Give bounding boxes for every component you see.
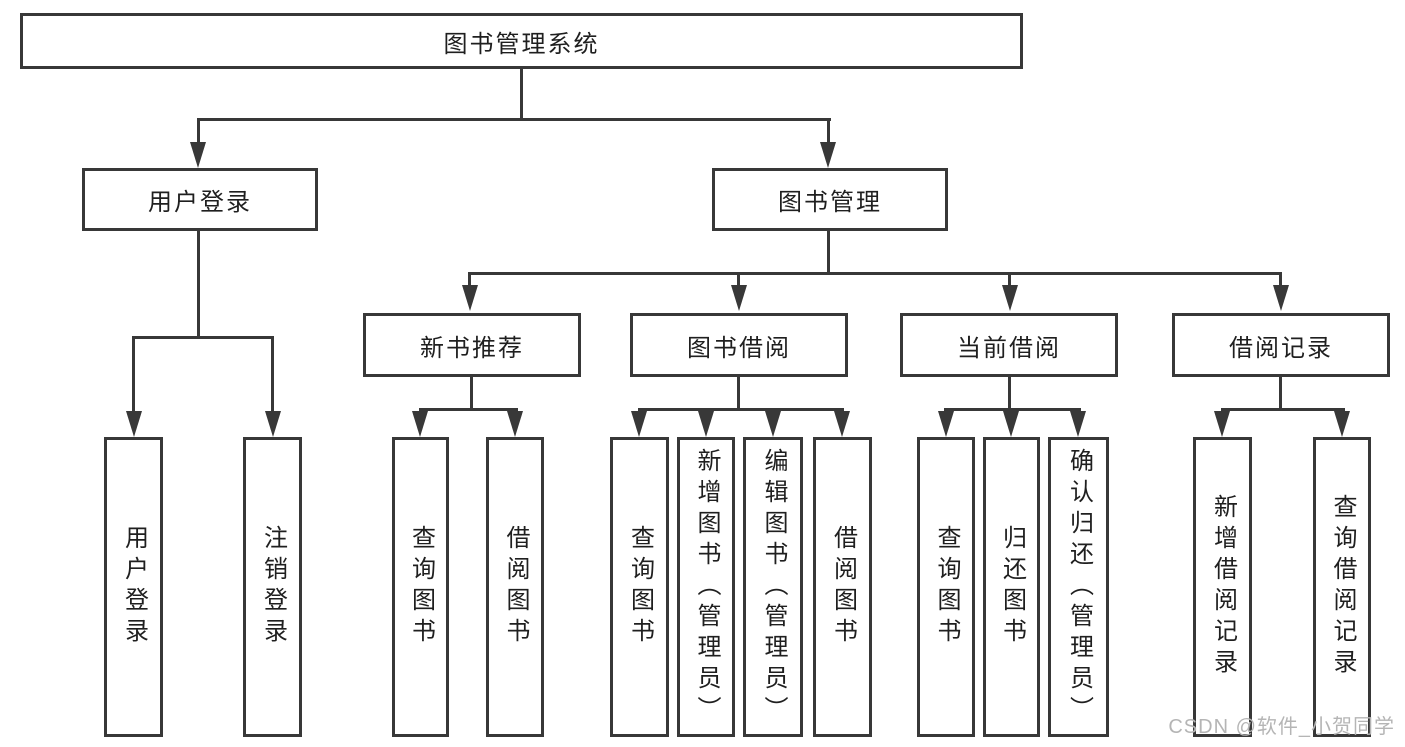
leaf-confirm-return-admin: 确认归还（管理员） <box>1048 437 1109 737</box>
csdn-watermark: CSDN @软件_小贺同学 <box>1168 716 1395 738</box>
node-borrowing-records-label: 借阅记录 <box>1229 334 1333 362</box>
node-user-login-label: 用户登录 <box>148 189 252 216</box>
node-new-book-recommendation-label: 新书推荐 <box>420 334 524 362</box>
arrowhead-down-icon <box>765 411 781 437</box>
leaf-edit-books-admin: 编辑图书（管理员） <box>743 437 803 737</box>
node-book-management-label: 图书管理 <box>778 189 882 216</box>
connector-vline <box>1279 377 1282 411</box>
leaf-query-books-current: 查询图书 <box>917 437 975 737</box>
arrowhead-down-icon <box>834 411 850 437</box>
connector-vline <box>470 377 473 411</box>
connector-vline <box>737 377 740 411</box>
leaf-query-books-borrowing-label: 查询图书 <box>626 525 654 649</box>
leaf-query-books-recommend: 查询图书 <box>392 437 449 737</box>
connector-hline <box>638 408 844 411</box>
connector-hline <box>1221 408 1345 411</box>
arrowhead-down-icon <box>507 411 523 437</box>
leaf-borrow-books-recommend: 借阅图书 <box>486 437 544 737</box>
leaf-borrow-books-label: 借阅图书 <box>829 525 857 649</box>
node-root: 图书管理系统 <box>20 13 1023 69</box>
arrowhead-down-icon <box>631 411 647 437</box>
connector-stem <box>197 118 200 144</box>
leaf-query-borrow-record: 查询借阅记录 <box>1313 437 1371 737</box>
arrowhead-down-icon <box>265 411 281 437</box>
leaf-query-borrow-record-label: 查询借阅记录 <box>1329 494 1356 680</box>
node-current-borrowing: 当前借阅 <box>900 313 1118 377</box>
arrowhead-down-icon <box>190 142 206 168</box>
leaf-add-borrow-record-label: 新增借阅记录 <box>1209 494 1237 680</box>
arrowhead-down-icon <box>731 285 747 311</box>
connector-stem <box>132 336 135 413</box>
node-book-management: 图书管理 <box>712 168 948 231</box>
connector-hline <box>468 272 1282 275</box>
node-borrowing-records: 借阅记录 <box>1172 313 1390 377</box>
leaf-user-login: 用户登录 <box>104 437 163 737</box>
connector-vline <box>520 69 523 121</box>
leaf-user-login-label: 用户登录 <box>120 525 148 649</box>
connector-vline <box>827 231 830 275</box>
arrowhead-down-icon <box>820 142 836 168</box>
arrowhead-down-icon <box>938 411 954 437</box>
connector-stem <box>1279 272 1282 288</box>
arrowhead-down-icon <box>698 411 714 437</box>
leaf-borrow-books-recommend-label: 借阅图书 <box>502 525 529 649</box>
arrowhead-down-icon <box>412 411 428 437</box>
connector-hline <box>944 408 1081 411</box>
connector-hline <box>197 118 831 121</box>
arrowhead-down-icon <box>1334 411 1350 437</box>
leaf-logout-label: 注销登录 <box>259 525 287 649</box>
leaf-confirm-return-admin-label: 确认归还（管理员） <box>1065 447 1093 727</box>
leaf-return-books: 归还图书 <box>983 437 1040 737</box>
connector-vline <box>1008 377 1011 411</box>
leaf-return-books-label: 归还图书 <box>998 525 1026 649</box>
leaf-add-books-admin-label: 新增图书（管理员） <box>693 447 720 727</box>
arrowhead-down-icon <box>1214 411 1230 437</box>
connector-hline <box>132 336 274 339</box>
arrowhead-down-icon <box>126 411 142 437</box>
leaf-borrow-books: 借阅图书 <box>813 437 872 737</box>
leaf-query-books-recommend-label: 查询图书 <box>407 525 435 649</box>
node-book-borrowing: 图书借阅 <box>630 313 848 377</box>
leaf-query-books-current-label: 查询图书 <box>933 525 960 649</box>
connector-stem <box>827 118 830 144</box>
leaf-add-books-admin: 新增图书（管理员） <box>677 437 735 737</box>
connector-stem <box>1008 272 1011 288</box>
leaf-logout: 注销登录 <box>243 437 302 737</box>
leaf-edit-books-admin-label: 编辑图书（管理员） <box>760 447 787 727</box>
leaf-query-books-borrowing: 查询图书 <box>610 437 669 737</box>
arrowhead-down-icon <box>1070 411 1086 437</box>
arrowhead-down-icon <box>1273 285 1289 311</box>
connector-hline <box>419 408 518 411</box>
node-current-borrowing-label: 当前借阅 <box>957 334 1061 362</box>
connector-vline <box>197 231 200 339</box>
arrowhead-down-icon <box>462 285 478 311</box>
leaf-add-borrow-record: 新增借阅记录 <box>1193 437 1252 737</box>
node-root-label: 图书管理系统 <box>443 30 600 58</box>
node-new-book-recommendation: 新书推荐 <box>363 313 581 377</box>
node-book-borrowing-label: 图书借阅 <box>687 334 791 362</box>
arrowhead-down-icon <box>1002 285 1018 311</box>
connector-stem <box>271 336 274 413</box>
connector-stem <box>737 272 740 288</box>
arrowhead-down-icon <box>1003 411 1019 437</box>
node-user-login: 用户登录 <box>82 168 318 231</box>
connector-stem <box>468 272 471 288</box>
